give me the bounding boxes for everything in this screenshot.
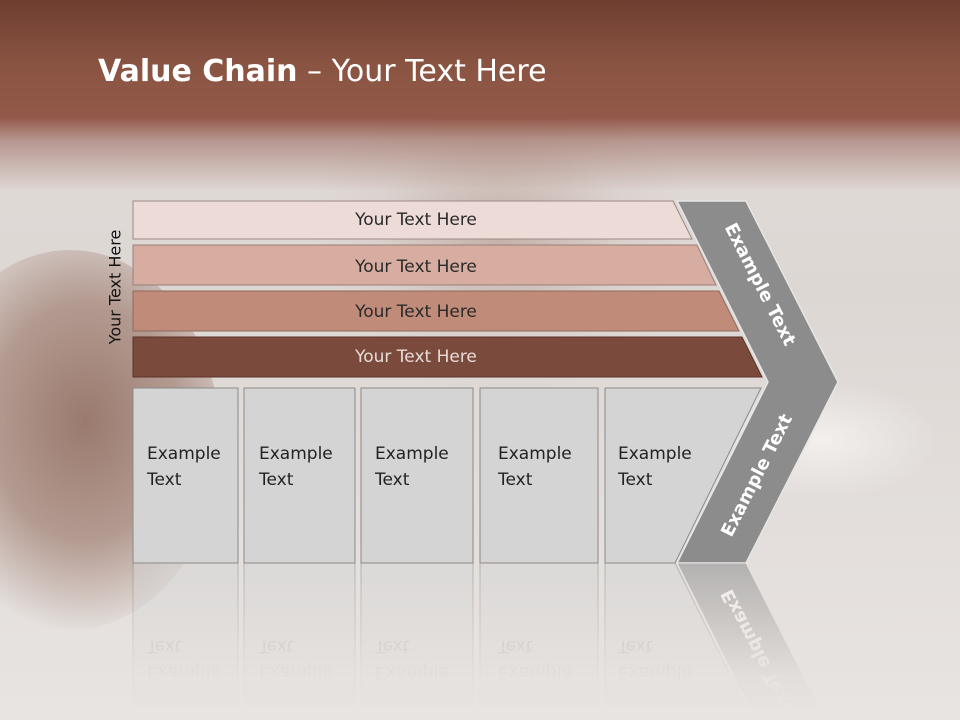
- box-2-shape: [243, 387, 356, 564]
- layer-2-shape: [132, 244, 717, 286]
- box-1-shape: [132, 387, 239, 564]
- layer-2-label: Your Text Here: [354, 257, 477, 277]
- title-bold: Value Chain: [98, 54, 298, 89]
- box-1: Example Text: [132, 387, 239, 564]
- layer-4: Your Text Here: [132, 336, 763, 378]
- layer-3: Your Text Here: [132, 290, 740, 332]
- box-2: Example Text: [243, 387, 356, 564]
- layer-1: Your Text Here: [132, 200, 693, 240]
- layer-4-label: Your Text Here: [354, 347, 477, 367]
- title-rest: – Your Text Here: [297, 54, 547, 89]
- box-5-line2: Text: [617, 470, 653, 490]
- layer-3-shape: [132, 290, 740, 332]
- slide-title: Value Chain – Your Text Here: [98, 54, 547, 89]
- layer-1-label: Your Text Here: [354, 210, 477, 230]
- box-4-shape: [479, 387, 599, 564]
- layer-3-label: Your Text Here: [354, 302, 477, 322]
- box-5-line1: Example: [618, 444, 692, 464]
- layer-4-shape: [132, 336, 763, 378]
- box-4-line2: Text: [497, 470, 533, 490]
- box-1-line2: Text: [146, 470, 182, 490]
- box-5: Example Text: [604, 387, 762, 564]
- box-4-line1: Example: [498, 444, 572, 464]
- box-2-line2: Text: [258, 470, 294, 490]
- box-3: Example Text: [360, 387, 474, 564]
- box-3-shape: [360, 387, 474, 564]
- box-3-line1: Example: [375, 444, 449, 464]
- layer-2: Your Text Here: [132, 244, 717, 286]
- layer-1-shape: [132, 200, 693, 240]
- box-3-line2: Text: [374, 470, 410, 490]
- header-band: [0, 0, 960, 190]
- box-2-line1: Example: [259, 444, 333, 464]
- box-1-line1: Example: [147, 444, 221, 464]
- box-4: Example Text: [479, 387, 599, 564]
